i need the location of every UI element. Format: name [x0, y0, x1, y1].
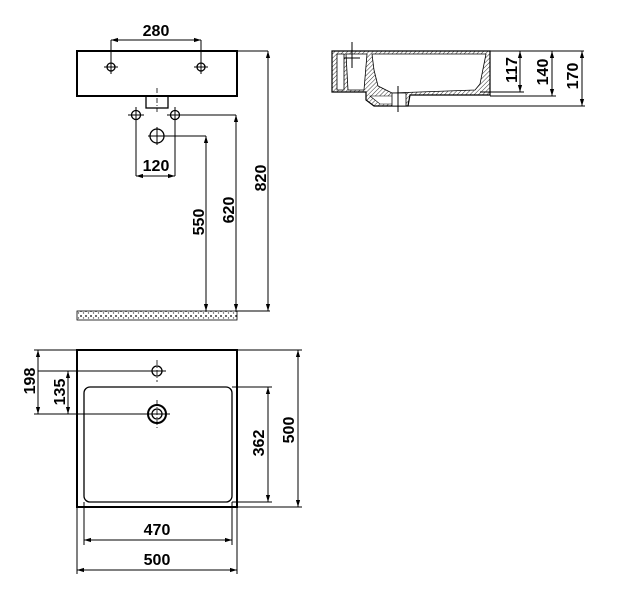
dim-label-total-height: 170: [565, 63, 582, 90]
dim-label-top-height: 820: [253, 165, 270, 192]
tap-hole-left: [104, 40, 118, 74]
basin-top-outline: [76, 349, 238, 508]
dim-label-outer-width: 500: [144, 552, 171, 569]
valve-left: [128, 107, 144, 176]
dim-label-outer-depth: 500: [281, 417, 298, 444]
bowl-outline: [83, 386, 233, 503]
dim-label-tap-spacing: 280: [143, 23, 170, 40]
dim-label-drain-from-tap: 135: [52, 379, 69, 406]
dim-label-bowl-depth: 117: [504, 57, 521, 83]
dim-label-inner-width: 470: [144, 522, 171, 539]
waste-pipe-hole: [148, 127, 206, 145]
top-view: 198 135 362 500 470 500: [22, 349, 302, 574]
side-section-view: 117 140 170: [331, 42, 585, 112]
floor-hatch: [76, 310, 238, 321]
dim-label-tap-to-back: 198: [22, 368, 39, 395]
dim-label-inner-depth: 362: [251, 430, 268, 457]
dim-label-inner-depth: 140: [535, 59, 552, 86]
tap-hole-right: [194, 40, 208, 74]
dim-label-drain-height: 550: [191, 209, 208, 236]
dim-label-valve-spacing: 120: [143, 158, 170, 175]
drain-hole: [34, 400, 170, 430]
valve-right: [167, 107, 236, 176]
front-view: 280 120 550 620 820: [76, 23, 271, 321]
dim-label-valve-height: 620: [221, 197, 238, 224]
tap-hole: [38, 360, 166, 382]
